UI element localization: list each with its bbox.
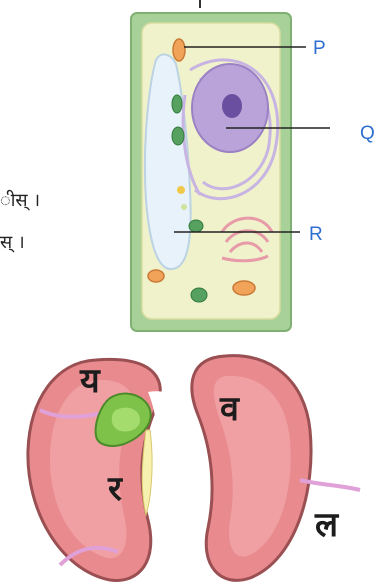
stomata-diagram: य व र ल [28,356,360,581]
label-va: व [219,389,240,429]
mitochondrion [233,281,255,295]
chloroplast-inner [112,408,140,432]
nucleolus [222,94,242,118]
label-ya: य [79,361,101,401]
vesicle [177,186,185,194]
mitochondrion [148,270,164,282]
mitochondrion [173,39,185,61]
label-r: R [309,224,323,245]
label-p: P [313,38,326,59]
vesicle [181,204,187,210]
label-la: ल [314,505,340,545]
plant-cell: P Q R [131,0,375,331]
label-ra: र [107,469,123,509]
label-q: Q [360,123,375,144]
